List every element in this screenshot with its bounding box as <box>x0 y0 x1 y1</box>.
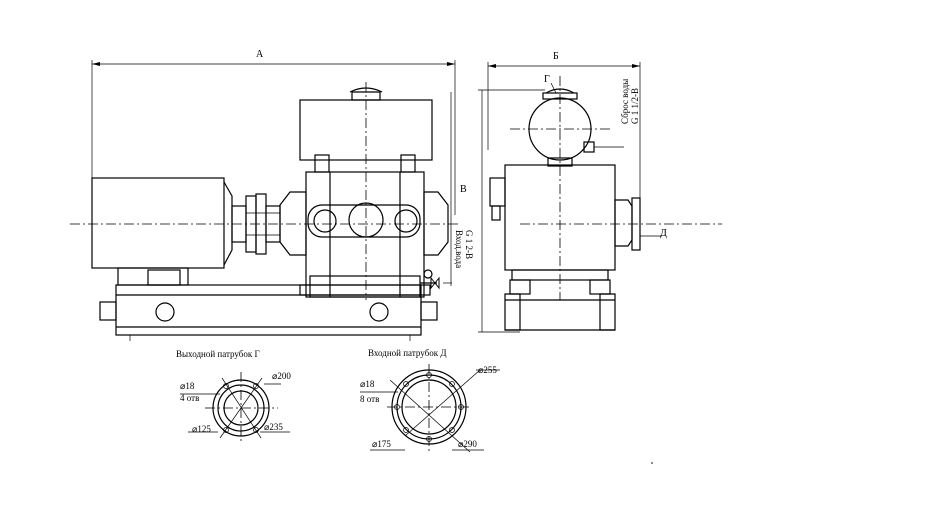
dim-a-label: А <box>256 49 264 60</box>
port-g-label: Г <box>544 74 550 85</box>
inlet-hole-diameter: ⌀18 <box>360 379 375 389</box>
outlet-d-bolt: ⌀235 <box>264 422 283 432</box>
inlet-d-inner: ⌀175 <box>372 439 391 449</box>
outlet-d-outer: ⌀200 <box>272 371 291 381</box>
outlet-hole-diameter: ⌀18 <box>180 381 195 391</box>
base-roller-left <box>155 302 175 322</box>
inlet-hole-count: 8 отв <box>360 394 379 404</box>
inlet-d-bolt: ⌀290 <box>458 439 477 449</box>
dim-v-label: В <box>460 184 467 195</box>
pump-body <box>305 171 425 298</box>
outlet-d-inner: ⌀125 <box>192 424 211 434</box>
inlet-flange-title: Входной патрубок Д <box>368 348 446 358</box>
bearing-housing-right <box>423 191 449 256</box>
water-inlet-label: Вход.вода <box>454 230 464 268</box>
front-view: А В <box>70 49 474 341</box>
side-view: Б Г Сброс воды G 1 1/2-B Д <box>478 51 722 333</box>
water-outlet-size: G 1 1/2-B <box>630 88 640 124</box>
dim-b-label: Б <box>553 51 559 62</box>
base-roller-right <box>369 302 389 322</box>
outlet-hole-count: 4 отв <box>180 393 199 403</box>
water-inlet-size: G 1 2-B <box>464 230 474 259</box>
outlet-flange-detail: Выходной патрубок Г ⌀18 4 отв ⌀200 ⌀125 … <box>176 349 291 444</box>
motor-body <box>91 177 225 269</box>
water-outlet-label: Сброс воды <box>620 79 630 124</box>
inlet-d-outer: ⌀255 <box>478 365 497 375</box>
inlet-flange-detail: Входной патрубок Д ⌀18 8 отв ⌀255 ⌀175 ⌀… <box>360 348 500 453</box>
bearing-housing-left <box>279 191 307 256</box>
outlet-flange-title: Выходной патрубок Г <box>176 349 260 359</box>
port-d-label: Д <box>660 228 667 239</box>
